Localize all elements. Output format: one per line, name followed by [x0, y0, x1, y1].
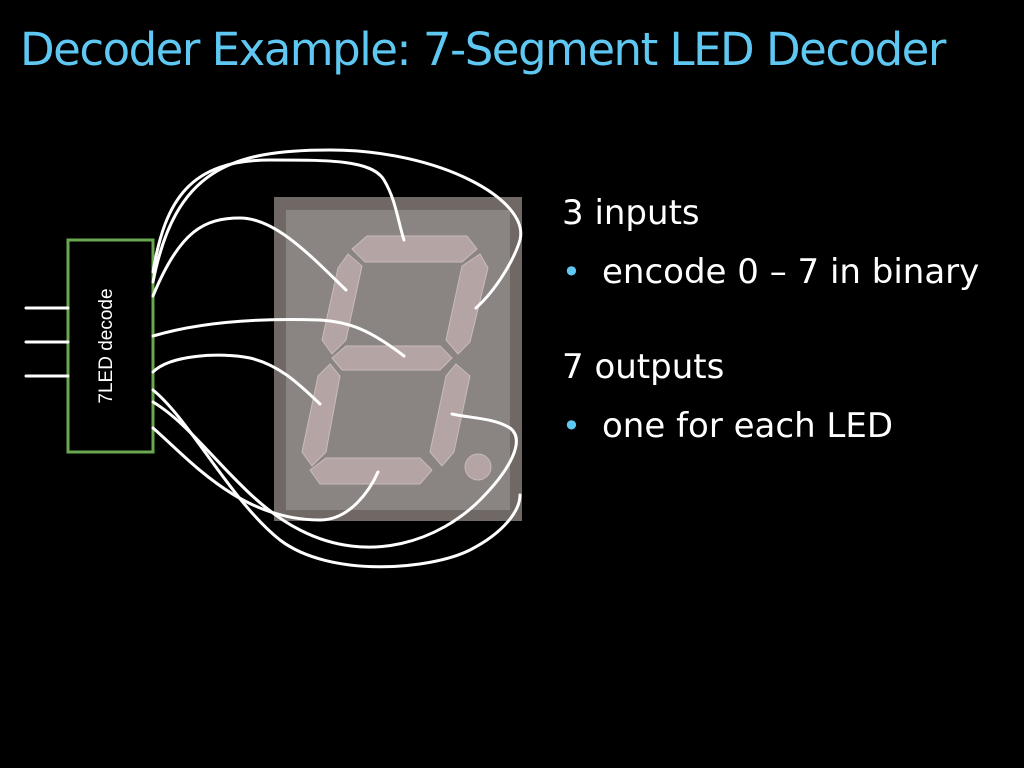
inputs-bullet-text: encode 0 – 7 in binary: [602, 252, 980, 292]
output-wire-f: [151, 216, 348, 298]
content-panel: 3 inputs • encode 0 – 7 in binary 7 outp…: [562, 190, 1002, 452]
segment-d: [309, 457, 433, 485]
output-wire-d: [151, 426, 380, 522]
segment-g: [331, 345, 453, 371]
decoder-box: [66, 238, 155, 454]
outputs-heading: 7 outputs: [562, 347, 725, 387]
inputs-bullet: • encode 0 – 7 in binary: [562, 246, 1002, 298]
segment-b: [445, 253, 489, 355]
output-wire-e: [151, 353, 322, 406]
output-wire-a: [151, 158, 406, 274]
segment-a: [351, 235, 478, 263]
outputs-bullet: • one for each LED: [562, 400, 1002, 452]
bullet-dot-icon: •: [562, 253, 581, 291]
segment-f: [321, 253, 363, 355]
segment-c: [429, 363, 471, 467]
output-wire-g: [151, 318, 406, 358]
outputs-bullet-text: one for each LED: [602, 406, 894, 446]
decoder-label: 7LED decode: [96, 288, 117, 403]
segment-dp: [464, 453, 492, 481]
output-wire-b: [151, 148, 523, 310]
output-wire-c: [151, 400, 518, 549]
segment-e: [301, 363, 341, 467]
bullet-dot-icon: •: [562, 407, 581, 445]
slide-title: Decoder Example: 7-Segment LED Decoder: [20, 23, 946, 76]
inputs-heading: 3 inputs: [562, 193, 700, 233]
output-wire-dp: [151, 388, 522, 569]
